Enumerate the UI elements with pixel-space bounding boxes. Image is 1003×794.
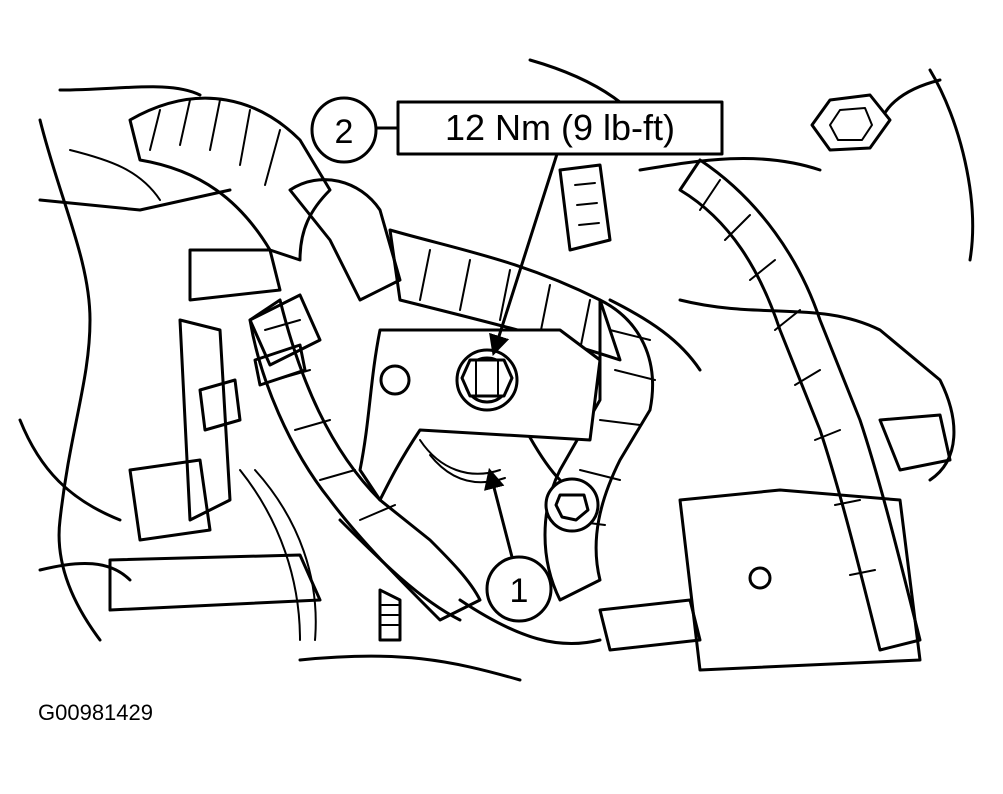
callout-1: 1 xyxy=(485,555,553,623)
figure-id-label: G00981429 xyxy=(38,700,153,725)
ground-bracket xyxy=(358,328,602,502)
callout-2-number: 2 xyxy=(335,113,354,151)
torque-spec-label: 12 Nm (9 lb-ft) xyxy=(445,107,675,148)
bolt xyxy=(810,93,892,152)
callout-1-leader-arrow xyxy=(484,467,514,559)
nut xyxy=(455,348,519,412)
torque-leader-arrow xyxy=(489,152,559,357)
callout-1-number: 1 xyxy=(510,572,529,610)
socket-bolt xyxy=(544,477,600,533)
wiring-harness xyxy=(128,96,922,652)
callout-2: 2 xyxy=(310,96,400,164)
torque-spec-box: 12 Nm (9 lb-ft) xyxy=(396,100,724,156)
